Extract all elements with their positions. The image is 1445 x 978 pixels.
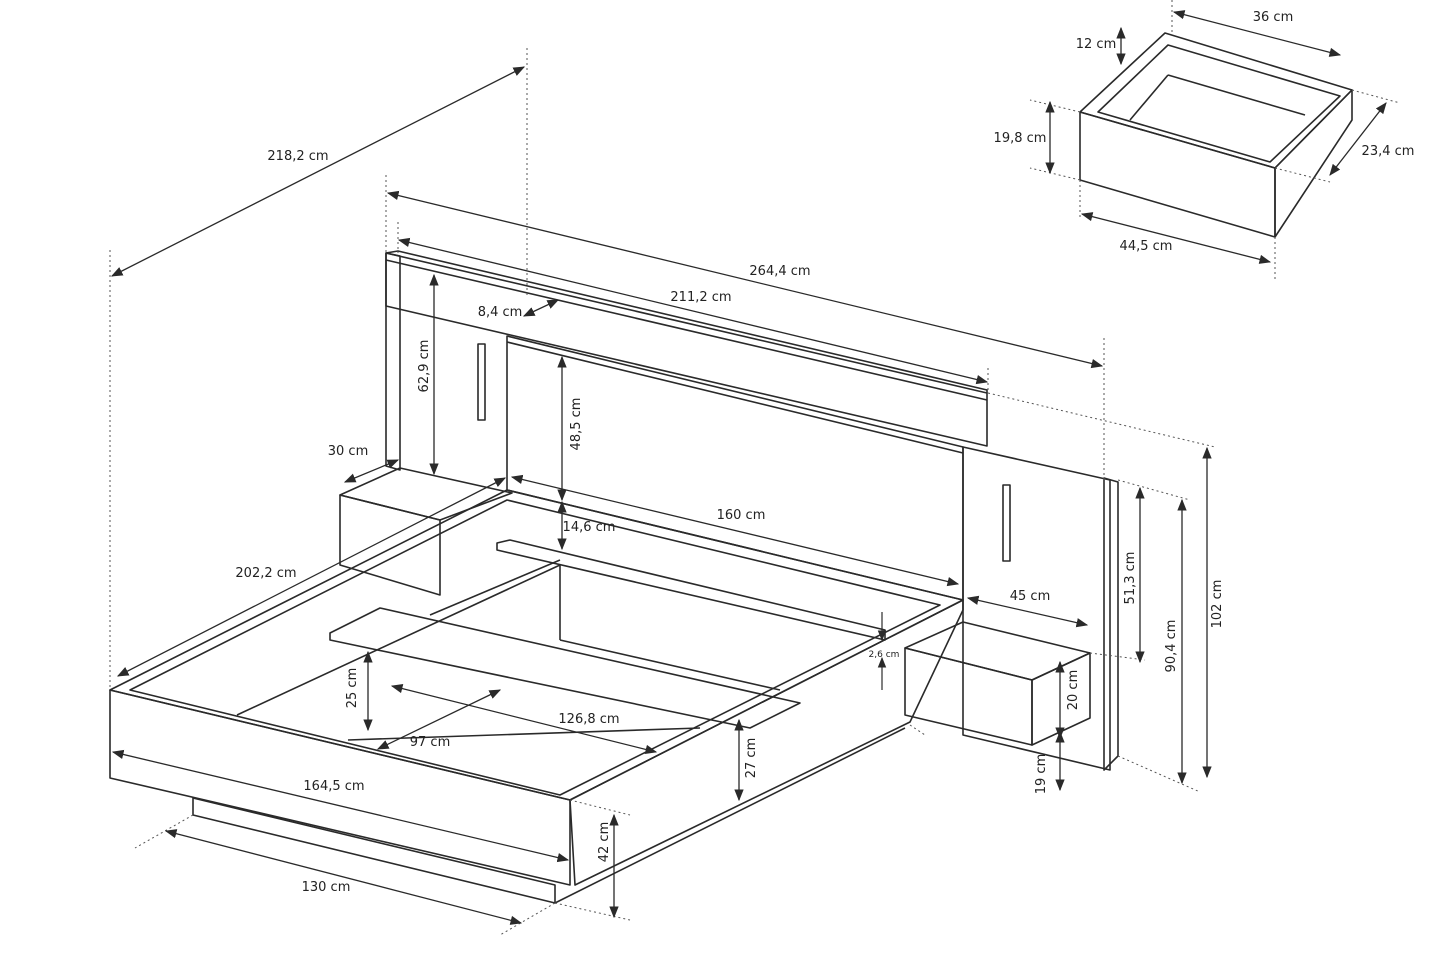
dim-arrow-frame-length (116, 477, 507, 677)
label-nightstand-floor-height: 19 cm (1034, 754, 1049, 795)
label-nightstand-depth: 30 cm (328, 444, 369, 459)
dimension-labels: 218,2 cm 264,4 cm 211,2 cm 8,4 cm 62,9 c… (235, 10, 1414, 895)
drawer-front (1079, 111, 1276, 238)
label-total-length: 218,2 cm (267, 149, 328, 164)
label-headboard-height: 90,4 cm (1164, 620, 1179, 673)
center-headboard-panel (506, 335, 964, 601)
frame-inner-edge (129, 499, 941, 796)
dim-arrow-panel-inset (522, 299, 560, 317)
dim-arrow-drawer-width (1172, 10, 1342, 57)
dim-arrow-total-width (386, 190, 1104, 369)
dim-arrow-nightstand-depth (343, 459, 400, 483)
left-nightstand-front (339, 494, 441, 596)
label-inner-length: 126,8 cm (558, 712, 619, 727)
label-mattress-width: 160 cm (717, 508, 766, 523)
right-nightstand-side (1031, 652, 1091, 746)
label-total-width: 264,4 cm (749, 264, 810, 279)
dim-arrow-frame-width (111, 749, 570, 863)
slat-back (429, 559, 561, 616)
label-side-panel-height: 62,9 cm (417, 340, 432, 393)
dimension-arrows (110, 10, 1387, 925)
right-nightstand-front (904, 647, 1033, 746)
label-slat-height: 25 cm (345, 668, 360, 709)
label-drawer-front-height: 12 cm (1076, 37, 1117, 52)
base-right-line (554, 727, 906, 904)
label-side-rail-height: 27 cm (744, 738, 759, 779)
right-panel-edge (1103, 477, 1119, 771)
label-inner-depth: 97 cm (410, 735, 451, 750)
label-frame-length: 202,2 cm (235, 566, 296, 581)
headboard-shelf (496, 539, 886, 641)
label-total-height: 102 cm (1210, 580, 1225, 629)
drawer-inner-back (1167, 74, 1306, 116)
label-base-width: 130 cm (302, 880, 351, 895)
label-shelf-thickness: 2,6 cm (869, 650, 900, 660)
left-side-panel (385, 252, 401, 471)
drawer-inner-rim (1097, 44, 1341, 163)
left-nightstand-top (339, 467, 513, 521)
dim-arrow-inner-depth (376, 689, 502, 750)
label-shelf-gap: 14,6 cm (563, 520, 616, 535)
dim-arrow-base-width (164, 829, 523, 925)
dim-arrow-total-length (110, 66, 526, 277)
dim-arrow-headboard-width (397, 237, 989, 385)
label-panel-inset: 8,4 cm (478, 305, 523, 320)
label-center-panel-height: 48,5 cm (569, 398, 584, 451)
right-light-slot (1002, 484, 1011, 562)
dim-arrow-drawer-depth (1329, 102, 1387, 176)
label-nightstand-width: 45 cm (1010, 589, 1051, 604)
label-panel-offset-height: 51,3 cm (1123, 552, 1138, 605)
label-nightstand-height: 20 cm (1066, 670, 1081, 711)
drawer-inner-corner (1129, 74, 1169, 121)
label-drawer-length: 44,5 cm (1120, 239, 1173, 254)
center-divider-base (559, 639, 781, 691)
right-side-panel (962, 446, 1111, 771)
label-drawer-height: 19,8 cm (994, 131, 1047, 146)
dim-arrow-mattress-width (510, 474, 960, 587)
drawer-side (1274, 89, 1353, 238)
label-frame-width: 164,5 cm (303, 779, 364, 794)
slat-front (236, 564, 561, 716)
frame-right-side (569, 599, 964, 886)
headboard-back-panel (385, 252, 988, 447)
dim-arrow-drawer-length (1080, 212, 1272, 264)
label-headboard-width: 211,2 cm (670, 290, 731, 305)
label-drawer-depth: 23,4 cm (1362, 144, 1415, 159)
dim-arrow-nightstand-width (966, 595, 1089, 628)
label-bed-height: 42 cm (597, 822, 612, 863)
frame-top-surface (109, 489, 964, 801)
label-drawer-width: 36 cm (1253, 10, 1294, 25)
left-light-slot (477, 343, 486, 421)
